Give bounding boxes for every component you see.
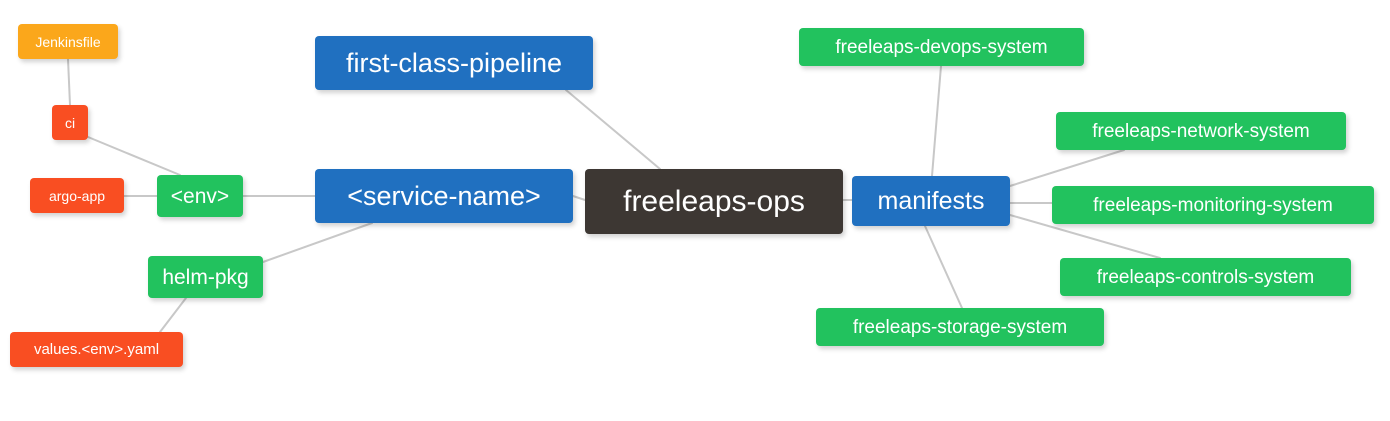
node-monitoring[interactable]: freeleaps-monitoring-system bbox=[1052, 186, 1374, 224]
edge-jenkinsfile-to-ci bbox=[67, 58, 71, 106]
edge-manifests-to-network bbox=[1009, 149, 1125, 187]
node-jenkinsfile[interactable]: Jenkinsfile bbox=[18, 24, 118, 59]
edge-manifests-to-devops bbox=[931, 65, 942, 177]
node-controls[interactable]: freeleaps-controls-system bbox=[1060, 258, 1351, 296]
edge-pipeline-to-freeleaps-ops bbox=[565, 89, 661, 170]
node-ci[interactable]: ci bbox=[52, 105, 88, 140]
node-network[interactable]: freeleaps-network-system bbox=[1056, 112, 1346, 150]
node-devops[interactable]: freeleaps-devops-system bbox=[799, 28, 1084, 66]
node-pipeline[interactable]: first-class-pipeline bbox=[315, 36, 593, 90]
node-values-yaml[interactable]: values.<env>.yaml bbox=[10, 332, 183, 367]
edge-ci-to-env bbox=[87, 136, 181, 176]
node-service-name[interactable]: <service-name> bbox=[315, 169, 573, 223]
edge-manifests-to-controls bbox=[1009, 214, 1161, 259]
edge-values-yaml-to-helm-pkg bbox=[159, 297, 187, 333]
node-storage[interactable]: freeleaps-storage-system bbox=[816, 308, 1104, 346]
node-freeleaps-ops[interactable]: freeleaps-ops bbox=[585, 169, 843, 234]
node-helm-pkg[interactable]: helm-pkg bbox=[148, 256, 263, 298]
node-env[interactable]: <env> bbox=[157, 175, 243, 217]
edge-helm-pkg-to-service-name bbox=[262, 222, 373, 263]
edge-service-name-to-freeleaps-ops bbox=[572, 195, 586, 201]
edge-manifests-to-storage bbox=[924, 225, 963, 309]
node-argo-app[interactable]: argo-app bbox=[30, 178, 124, 213]
node-manifests[interactable]: manifests bbox=[852, 176, 1010, 226]
